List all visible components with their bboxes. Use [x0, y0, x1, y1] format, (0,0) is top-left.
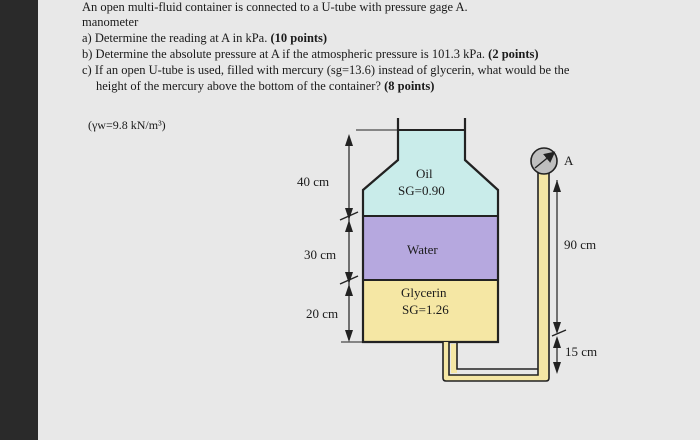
bottom-height-label: 15 cm: [565, 344, 598, 359]
oil-sg: SG=0.90: [398, 183, 445, 198]
question-b-text: b) Determine the absolute pressure at A …: [82, 47, 486, 61]
question-c-line1: c) If an open U-tube is used, filled wit…: [82, 63, 570, 77]
question-a-points: (10 points): [270, 31, 328, 45]
question-a-text: a) Determine the reading at A in kPa.: [82, 31, 268, 45]
right-height-label: 90 cm: [564, 237, 597, 252]
glycerin-sg: SG=1.26: [402, 302, 449, 317]
gamma-water: (γw=9.8 kN/m³): [88, 118, 166, 132]
question-b-points: (2 points): [488, 47, 539, 61]
u-tube: [442, 171, 550, 382]
oil-height-label: 40 cm: [297, 174, 330, 189]
gauge-a-label: A: [564, 153, 574, 168]
question-a: a) Determine the reading at A in kPa. (1…: [82, 31, 327, 46]
question-c-text: height of the mercury above the bottom o…: [96, 79, 381, 93]
water-name: Water: [407, 242, 438, 257]
problem-statement: An open multi-fluid container is connect…: [82, 0, 468, 15]
water-height-label: 30 cm: [304, 247, 337, 262]
glycerin-height-label: 20 cm: [306, 306, 339, 321]
problem-statement-text: An open multi-fluid container is connect…: [82, 0, 468, 14]
question-c-points: (8 points): [384, 79, 435, 93]
question-b: b) Determine the absolute pressure at A …: [82, 47, 539, 62]
oil-name: Oil: [416, 166, 433, 181]
manometer-label: manometer: [82, 15, 139, 29]
question-c-line2: height of the mercury above the bottom o…: [96, 79, 434, 94]
glycerin-name: Glycerin: [401, 285, 447, 300]
